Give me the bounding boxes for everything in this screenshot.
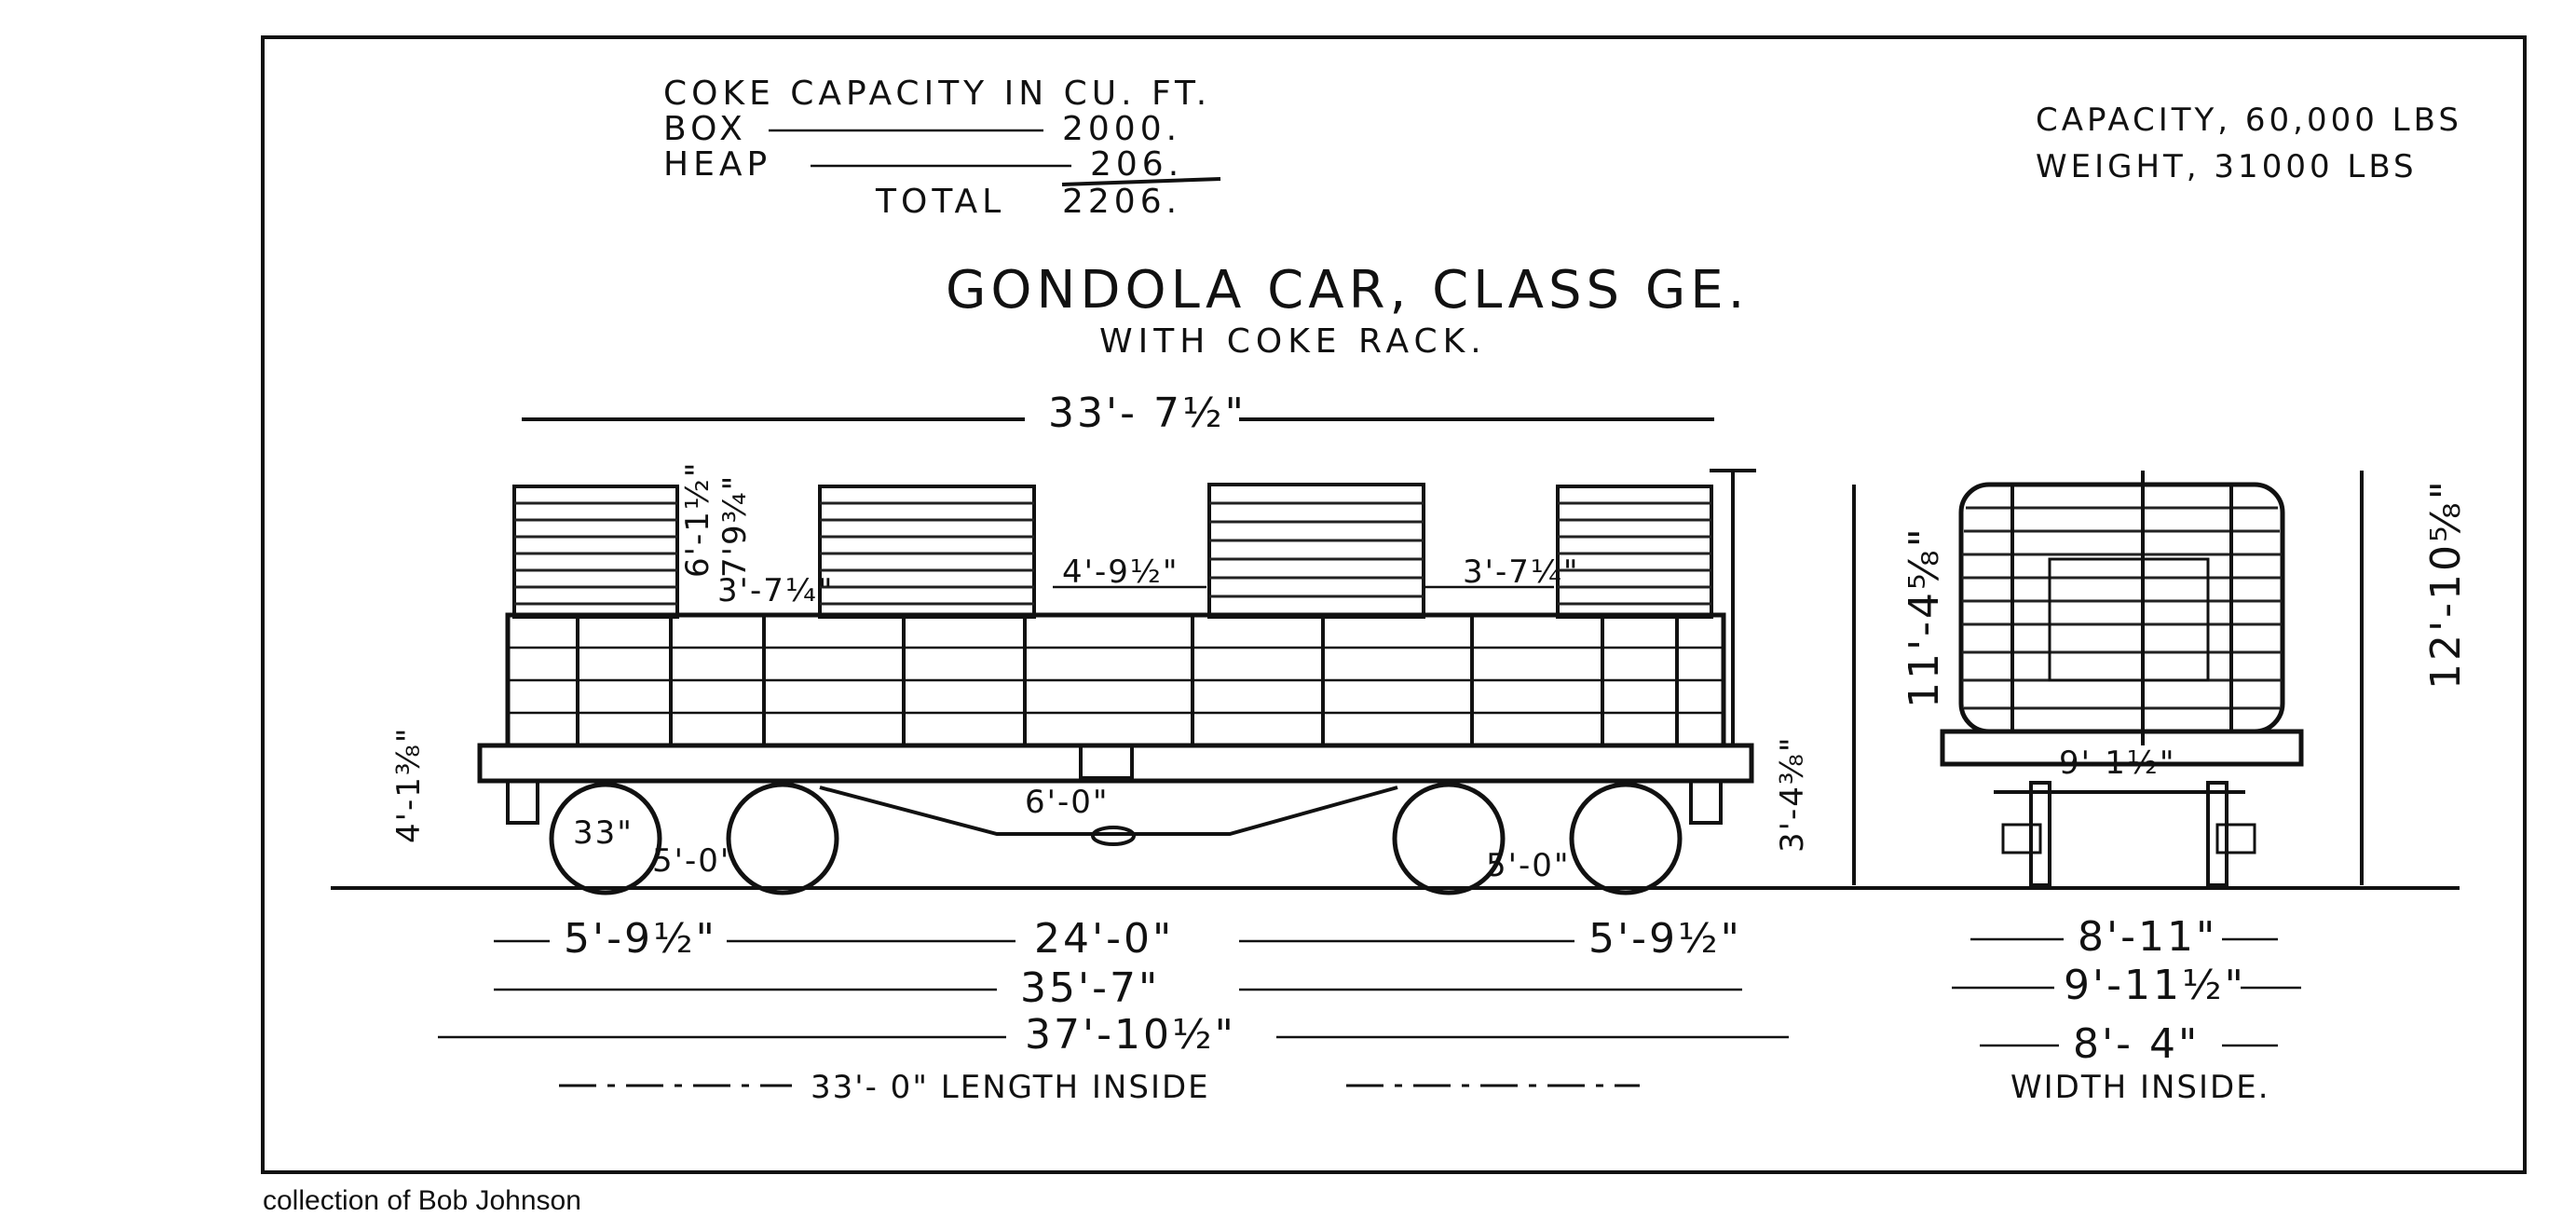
title-main: GONDOLA CAR, CLASS GE. [946, 260, 1749, 321]
left-overhang-dim: 5'-9½" [564, 915, 717, 963]
height-total-dim: 11'-4⅝" [1901, 526, 1948, 708]
heap-value: 206. [1090, 145, 1183, 184]
end-wheel-left [2029, 781, 2051, 887]
end-journal-right [2215, 823, 2256, 854]
rack-gap-2: 4'-9½" [1062, 554, 1179, 591]
rack-height-2: 7'9¾" [716, 474, 754, 578]
side-sill [477, 743, 1754, 784]
wheel-3 [1392, 782, 1506, 895]
top-length-dim: 33'- 7½" [1048, 390, 1247, 437]
box-value: 2000. [1062, 110, 1181, 148]
coke-rack-2 [818, 485, 1036, 619]
turnbuckle [1091, 826, 1136, 846]
rack-gap-1: 3'-7¼" [717, 572, 834, 609]
end-door [2048, 557, 2210, 682]
wheel-4 [1569, 782, 1683, 895]
wheel-diameter-dim: 33" [573, 814, 634, 852]
end-body [1958, 482, 2285, 734]
coke-capacity-table: COKE CAPACITY IN CU. FT. BOX 2000. HEAP … [663, 75, 1221, 221]
wheelbase-right-dim: 5'-0" [1486, 847, 1571, 884]
title-sub: WITH COKE RACK. [1099, 322, 1487, 361]
end-block-left [506, 779, 539, 825]
rack-gap-3: 3'-7¼" [1463, 554, 1579, 591]
end-width-2-dim: 9'-11½" [2064, 962, 2246, 1009]
weight-spec: WEIGHT, 31000 LBS [2036, 148, 2418, 185]
wheelbase-left-dim: 5'-0" [652, 842, 737, 880]
rack-height-1: 6'-1½" [679, 461, 716, 578]
center-span-dim: 6'-0" [1025, 784, 1110, 821]
end-block-right [1689, 779, 1723, 825]
over-couplers-dim: 37'-10½" [1025, 1011, 1236, 1059]
credit-caption: collection of Bob Johnson [263, 1185, 581, 1216]
end-height-dim: 12'-10⅝" [2422, 478, 2470, 690]
end-elevation: 12'-10⅝" 9'-1½" 8'-11" 9'-11½" 8'- 4" WI… [1940, 471, 2470, 1106]
inside-length-dim: 33'- 0" LENGTH INSIDE [811, 1069, 1210, 1106]
end-bolster [1940, 729, 2304, 767]
over-sills-dim: 35'-7" [1020, 964, 1160, 1012]
end-width-inside-dim: 8'- 4" [2073, 1020, 2200, 1068]
end-width-inside-label: WIDTH INSIDE. [2010, 1069, 2270, 1106]
end-top-width-dim: 9'-1½" [2059, 745, 2175, 782]
car-body [505, 612, 1726, 748]
right-overhang-dim: 5'-9½" [1588, 915, 1742, 963]
wheel-2 [726, 782, 839, 895]
coke-rack-3 [1207, 483, 1425, 619]
drawbar-height-dim: 3'-4⅜" [1774, 736, 1811, 853]
side-elevation: 33'- 7½" [331, 390, 2460, 1106]
end-width-1-dim: 8'-11" [2078, 913, 2217, 961]
end-wheel-right [2206, 781, 2228, 887]
truss-rods [819, 786, 1398, 836]
center-distance-dim: 24'-0" [1034, 915, 1174, 963]
car-specs: CAPACITY, 60,000 LBS WEIGHT, 31000 LBS [2036, 102, 2462, 185]
end-journal-left [2001, 823, 2042, 854]
heap-label: HEAP [663, 145, 771, 184]
total-value: 2206. [1062, 183, 1181, 221]
total-label: TOTAL [875, 183, 1005, 221]
coke-rack-1 [512, 485, 679, 619]
floor-height-dim: 4'-1⅜" [390, 727, 428, 843]
coke-rack-4 [1556, 485, 1713, 619]
coke-capacity-heading: COKE CAPACITY IN CU. FT. [663, 75, 1211, 113]
brake-box [1079, 744, 1134, 780]
box-label: BOX [663, 110, 747, 148]
capacity-spec: CAPACITY, 60,000 LBS [2036, 102, 2462, 139]
drawing-border [261, 35, 2527, 1174]
drawing-title: GONDOLA CAR, CLASS GE. WITH COKE RACK. [946, 260, 1749, 361]
sum-rule [1061, 177, 1221, 186]
wheel-1 [549, 782, 662, 895]
